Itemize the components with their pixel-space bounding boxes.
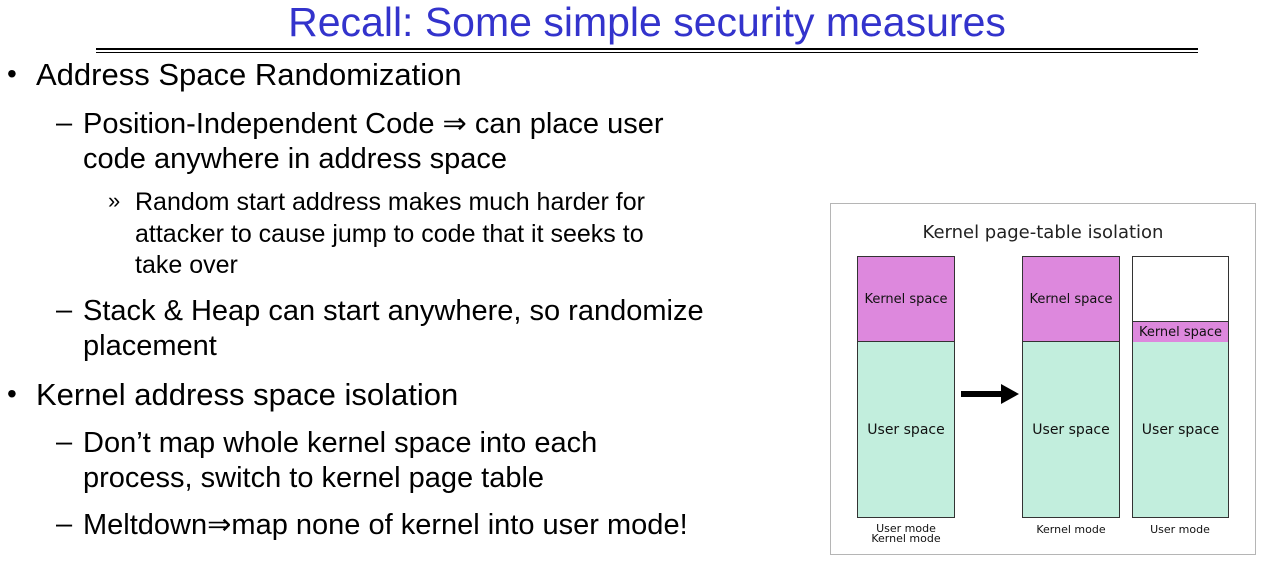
user-space-block: User space — [858, 342, 954, 517]
right-arrow-icon — [961, 384, 1019, 404]
shared-page-table: Kernel space User space — [857, 256, 955, 518]
kpti-figure: Kernel page-table isolation Kernel space… — [830, 203, 1256, 555]
sub-pic-line2: code anywhere in address space — [83, 143, 507, 175]
subsub-random-line2: attacker to cause jump to code that it s… — [135, 220, 644, 248]
dash-glyph: – — [56, 107, 73, 139]
title-rule-thin — [96, 52, 1198, 53]
sub-meltdown: Meltdown⇒map none of kernel into user mo… — [83, 509, 688, 541]
subsub-random-line3: take over — [135, 251, 238, 279]
user-space-block: User space — [1023, 342, 1119, 517]
bullet-glyph: • — [7, 378, 17, 409]
user-mode-page-table: Kernel space User space — [1132, 256, 1229, 518]
bullet-aslr: Address Space Randomization — [36, 57, 462, 92]
dash-glyph: – — [56, 294, 73, 326]
sub-pic-line1: Position-Independent Code ⇒ can place us… — [83, 108, 664, 140]
dash-glyph: – — [56, 426, 73, 458]
caption-user-mode: User mode — [876, 522, 936, 535]
kernel-space-block: Kernel space — [1133, 321, 1228, 343]
sub-map-line2: process, switch to kernel page table — [83, 462, 545, 494]
caption-kernel-mode: Kernel mode — [871, 532, 941, 545]
bullet-glyph: • — [7, 58, 17, 89]
dash-glyph: – — [56, 508, 73, 540]
figure-title: Kernel page-table isolation — [922, 222, 1164, 243]
sub-sub-glyph: » — [108, 188, 121, 213]
sub-stack-line2: placement — [83, 330, 217, 362]
slide-title: Recall: Some simple security measures — [288, 0, 1006, 45]
kernel-space-block: Kernel space — [858, 257, 954, 342]
user-space-block: User space — [1133, 342, 1228, 517]
kernel-space-block: Kernel space — [1023, 257, 1119, 342]
bullet-kaiser: Kernel address space isolation — [36, 377, 459, 412]
sub-map-line1: Don’t map whole kernel space into each — [83, 427, 598, 459]
subsub-random-line1: Random start address makes much harder f… — [135, 188, 645, 216]
title-rule-thick — [96, 48, 1198, 50]
kernel-mode-page-table: Kernel space User space — [1022, 256, 1120, 518]
sub-stack-line1: Stack & Heap can start anywhere, so rand… — [83, 295, 704, 327]
caption-user-mode: User mode — [1150, 523, 1210, 536]
caption-kernel-mode: Kernel mode — [1036, 523, 1106, 536]
